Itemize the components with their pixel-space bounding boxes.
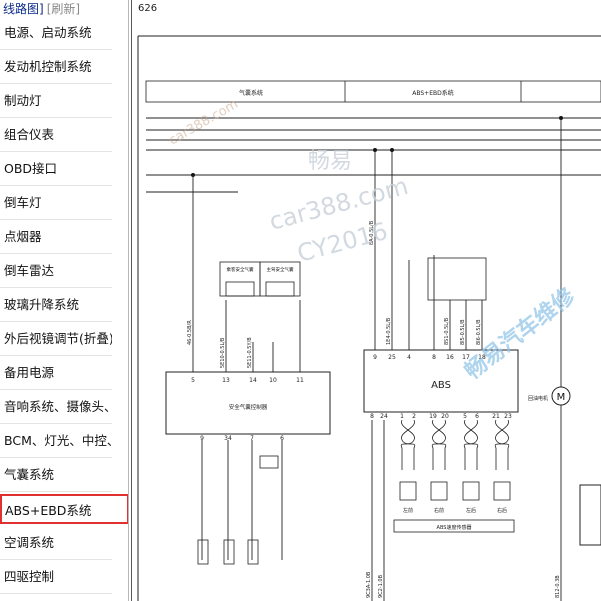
svg-text:21: 21 <box>492 413 500 420</box>
svg-text:10: 10 <box>269 377 277 384</box>
abs-module <box>363 349 519 413</box>
sidebar-item[interactable]: 制动灯 <box>0 84 112 118</box>
abs-pins-bottom: 8 24 1 2 19 20 5 6 21 23 <box>370 413 512 420</box>
svg-text:19: 19 <box>429 413 437 420</box>
sidebar-title: 线路图] <box>3 2 44 16</box>
svg-text:17: 17 <box>462 354 470 361</box>
refresh-link[interactable]: [刷新] <box>46 2 81 16</box>
svg-text:13: 13 <box>222 377 230 384</box>
sidebar-item[interactable]: 倒车雷达 <box>0 254 112 288</box>
section-label-airbag: 气囊系统 <box>239 89 263 97</box>
wheel-sensor-labels: 左前 右前 左后 右后 <box>403 507 507 514</box>
svg-text:2: 2 <box>412 413 416 420</box>
svg-text:5: 5 <box>463 413 467 420</box>
wheel-sensor-caption: ABS速度传感器 <box>437 524 472 531</box>
frame-divider-shadow <box>131 0 132 601</box>
svg-text:9: 9 <box>200 435 204 442</box>
section-label-abs: ABS+EBD系统 <box>412 89 453 97</box>
sidebar-item[interactable]: ABS+EBD系统 <box>0 494 128 524</box>
sidebar-item[interactable]: 外后视镜调节(折叠) <box>0 322 112 356</box>
svg-text:8S1-0.5L/B: 8S1-0.5L/B <box>444 317 450 345</box>
svg-text:5: 5 <box>191 377 195 384</box>
svg-text:812-0.3B: 812-0.3B <box>555 575 561 598</box>
svg-text:14: 14 <box>249 377 257 384</box>
abs-pins-top: 9 25 4 8 16 17 18 <box>373 354 486 361</box>
motor-label: M <box>557 392 566 403</box>
sidebar-item[interactable]: OBD接口 <box>0 152 112 186</box>
power-bus <box>146 117 601 193</box>
airbag-module-label: 安全气囊控制器 <box>229 403 268 411</box>
svg-text:46-0.5B/R: 46-0.5B/R <box>187 320 193 345</box>
wheel-sensor-wires <box>400 419 510 470</box>
watermark-2: 畅易 <box>308 149 352 174</box>
abs-wires <box>371 118 562 601</box>
diagram-viewer: 气囊系统 ABS+EBD系统 <box>132 0 601 601</box>
svg-text:右后: 右后 <box>497 507 507 514</box>
abs-relay-box <box>427 257 487 301</box>
page-number: 626 <box>138 3 158 14</box>
airbag-squib-connectors <box>219 261 301 297</box>
svg-text:34: 34 <box>224 435 232 442</box>
svg-text:1E4-0.5L/B: 1E4-0.5L/B <box>386 317 392 345</box>
svg-text:5E11-0.5Y/B: 5E11-0.5Y/B <box>247 337 253 368</box>
sidebar-item[interactable]: 空调系统 <box>0 526 112 560</box>
squib-label-1: 乘客安全气囊 <box>227 266 254 273</box>
motor-symbol <box>551 386 571 406</box>
svg-text:24: 24 <box>380 413 388 420</box>
wheel-sensors <box>393 481 515 533</box>
right-connector <box>579 484 601 546</box>
sidebar-item[interactable]: 电源、启动系统 <box>0 16 112 50</box>
sidebar-item[interactable]: 组合仪表 <box>0 118 112 152</box>
sidebar-item[interactable]: 音响系统、摄像头、雷 <box>0 390 112 424</box>
wire-labels: 46-0.5B/R 5E10-0.5L/B 5E11-0.5Y/B 8A-0.5… <box>187 220 561 598</box>
svg-text:23: 23 <box>504 413 512 420</box>
svg-text:8: 8 <box>432 354 436 361</box>
svg-text:9C2-1.0B: 9C2-1.0B <box>378 574 384 598</box>
svg-text:5E10-0.5L/B: 5E10-0.5L/B <box>220 337 226 368</box>
svg-text:8A-0.5L/B: 8A-0.5L/B <box>369 220 375 245</box>
sidebar-item[interactable]: 玻璃升降系统 <box>0 288 112 322</box>
svg-text:7: 7 <box>250 435 254 442</box>
svg-text:20: 20 <box>441 413 449 420</box>
sidebar-item[interactable]: 备用电源 <box>0 356 112 390</box>
svg-text:8: 8 <box>370 413 374 420</box>
svg-text:8I5-0.5L/B: 8I5-0.5L/B <box>460 319 466 345</box>
sidebar-item[interactable]: BCM、灯光、中控、I <box>0 424 112 458</box>
sidebar-header: 线路图][刷新] <box>3 0 80 18</box>
abs-module-label: ABS <box>431 380 451 391</box>
airbag-pins-top: 5 13 14 10 11 <box>191 377 304 384</box>
section-header-bar <box>145 80 601 103</box>
svg-text:9: 9 <box>373 354 377 361</box>
svg-text:1: 1 <box>400 413 404 420</box>
svg-text:8I6-0.5L/B: 8I6-0.5L/B <box>476 319 482 345</box>
svg-text:6: 6 <box>280 435 284 442</box>
airbag-module <box>165 371 331 435</box>
airbag-pins-bottom: 9 34 7 6 <box>200 435 284 442</box>
airbag-lower-components <box>197 455 279 565</box>
sidebar-item[interactable]: 气囊系统 <box>0 458 112 492</box>
svg-text:18: 18 <box>478 354 486 361</box>
sidebar-item[interactable]: 四驱控制 <box>0 560 112 594</box>
svg-text:右前: 右前 <box>434 507 444 514</box>
sidebar-item[interactable]: 点烟器 <box>0 220 112 254</box>
svg-text:4: 4 <box>407 354 411 361</box>
svg-text:16: 16 <box>446 354 454 361</box>
svg-text:6: 6 <box>475 413 479 420</box>
svg-text:左后: 左后 <box>466 507 476 514</box>
frame-divider[interactable] <box>128 0 129 601</box>
watermark-3: car388.com <box>266 172 411 236</box>
sidebar-item[interactable]: 倒车灯 <box>0 186 112 220</box>
motor-caption: 回油电机 <box>528 395 548 402</box>
junction-dots <box>191 116 563 177</box>
svg-text:11: 11 <box>296 377 304 384</box>
svg-text:左前: 左前 <box>403 507 413 514</box>
sidebar-item[interactable]: 发动机控制系统 <box>0 50 112 84</box>
squib-label-2: 主驾安全气囊 <box>267 266 294 273</box>
svg-text:9C3A-1.0B: 9C3A-1.0B <box>366 571 372 598</box>
svg-text:25: 25 <box>388 354 396 361</box>
watermark-1: car388.com <box>167 97 241 149</box>
wiring-diagram: 气囊系统 ABS+EBD系统 <box>137 35 601 601</box>
